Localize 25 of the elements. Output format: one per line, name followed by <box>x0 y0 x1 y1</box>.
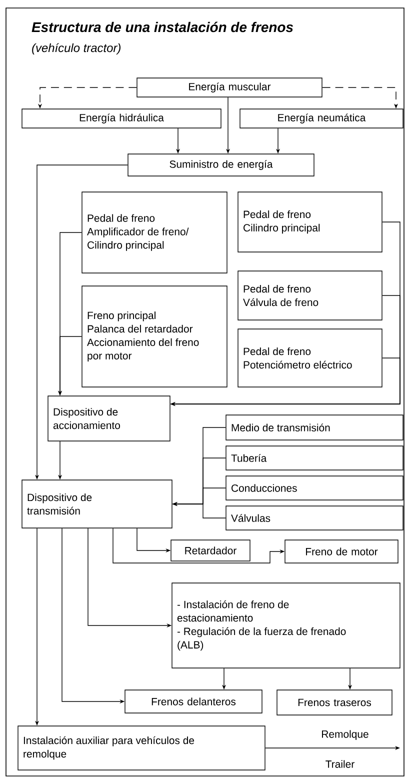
subtitle: (vehículo tractor) <box>32 43 120 54</box>
label-text: Trailer <box>326 760 354 768</box>
process-box: Tubería <box>226 446 404 470</box>
process-box: Frenos traseros <box>276 690 392 716</box>
process-box: Conducciones <box>226 476 404 500</box>
process-box: Energía muscular <box>136 78 322 98</box>
process-box: Dispositivo de transmisión <box>22 480 172 528</box>
process-box: Retardador <box>170 540 250 562</box>
process-box: Válvulas <box>226 506 404 530</box>
process-box: Dispositivo de accionamiento <box>48 396 170 442</box>
process-box: Medio de transmisión <box>226 414 404 440</box>
process-box: Energía neumática <box>240 108 404 128</box>
process-box: Instalación auxiliar para vehículos de remolque <box>18 726 266 770</box>
process-box: Pedal de freno Amplificador de freno/ Cilindro principal <box>82 192 228 274</box>
process-box: Suministro de energía <box>128 154 314 176</box>
process-box: Pedal de freno Potenciómetro eléctrico <box>238 328 382 388</box>
title: Estructura de una instalación de frenos <box>32 22 293 32</box>
process-box: - Instalación de freno de estacionamiento - Regulación de la fuerza de frenado (ALB) <box>172 582 400 668</box>
process-box: Pedal de freno Cilindro principal <box>238 192 382 252</box>
process-box: Frenos delanteros <box>124 690 262 714</box>
process-box: Pedal de freno Válvula de freno <box>238 270 382 320</box>
process-box: Energía hidráulica <box>22 108 222 128</box>
process-box: Freno principal Palanca del retardador Accionamiento del freno por motor <box>82 286 228 388</box>
edge-label: Remolque <box>322 730 368 740</box>
process-box: Freno de motor <box>284 540 398 564</box>
